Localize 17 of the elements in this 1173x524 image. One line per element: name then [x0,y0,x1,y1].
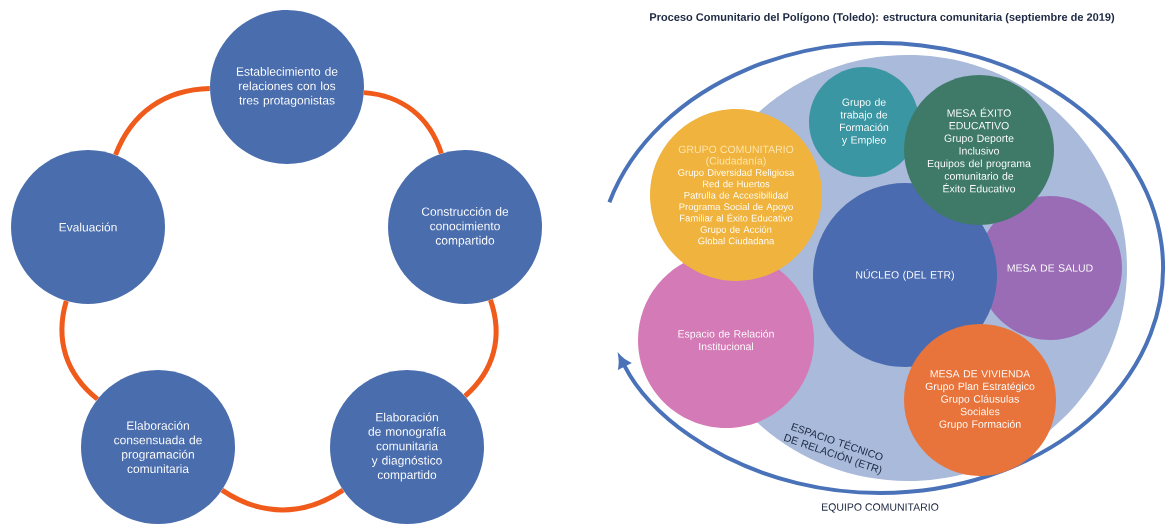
circle-node: Elaboración consensuada de programación comunitaria [81,370,235,524]
connector [463,299,499,398]
connector [363,90,444,155]
circle-node: MESA DE VIVIENDA Grupo Plan Estratégico Grupo Cláusulas Sociales Grupo Formación [904,324,1056,476]
title: Proceso Comunitario del Polígono (Toledo): estructura comunitaria (septiembre de 2019) [650,12,1115,24]
circle-node: GRUPO COMUNITARIO (Ciudadanía) Grupo Diversidad Religiosa Red de Huertos Patrulla de Accesibilidad Programa Social de Apoyo Familiar al Éxito Educativo Grupo de Acción Global Ciudadana [650,109,822,281]
circle-node: MESA DE SALUD [978,196,1122,340]
arrow-label: EQUIPO COMUNITARIO [822,503,939,513]
circle-node: Construcción de conocimiento compartido [388,150,542,304]
connector [59,300,100,401]
circle-node: MESA ÉXITO EDUCATIVO Grupo Deporte Inclusivo Equipos del programa comunitario de Éxito Educativo [904,75,1054,225]
circle-node: Grupo de trabajo de Formación y Empleo [809,67,919,177]
connector [220,488,345,513]
circle-node: Evaluación [11,150,165,304]
connector [113,86,210,156]
circle-node: Elaboración de monografía comunitaria y diagnóstico compartido [330,370,484,524]
circle-node: Establecimiento de relaciones con los tres protagonistas [210,10,364,164]
